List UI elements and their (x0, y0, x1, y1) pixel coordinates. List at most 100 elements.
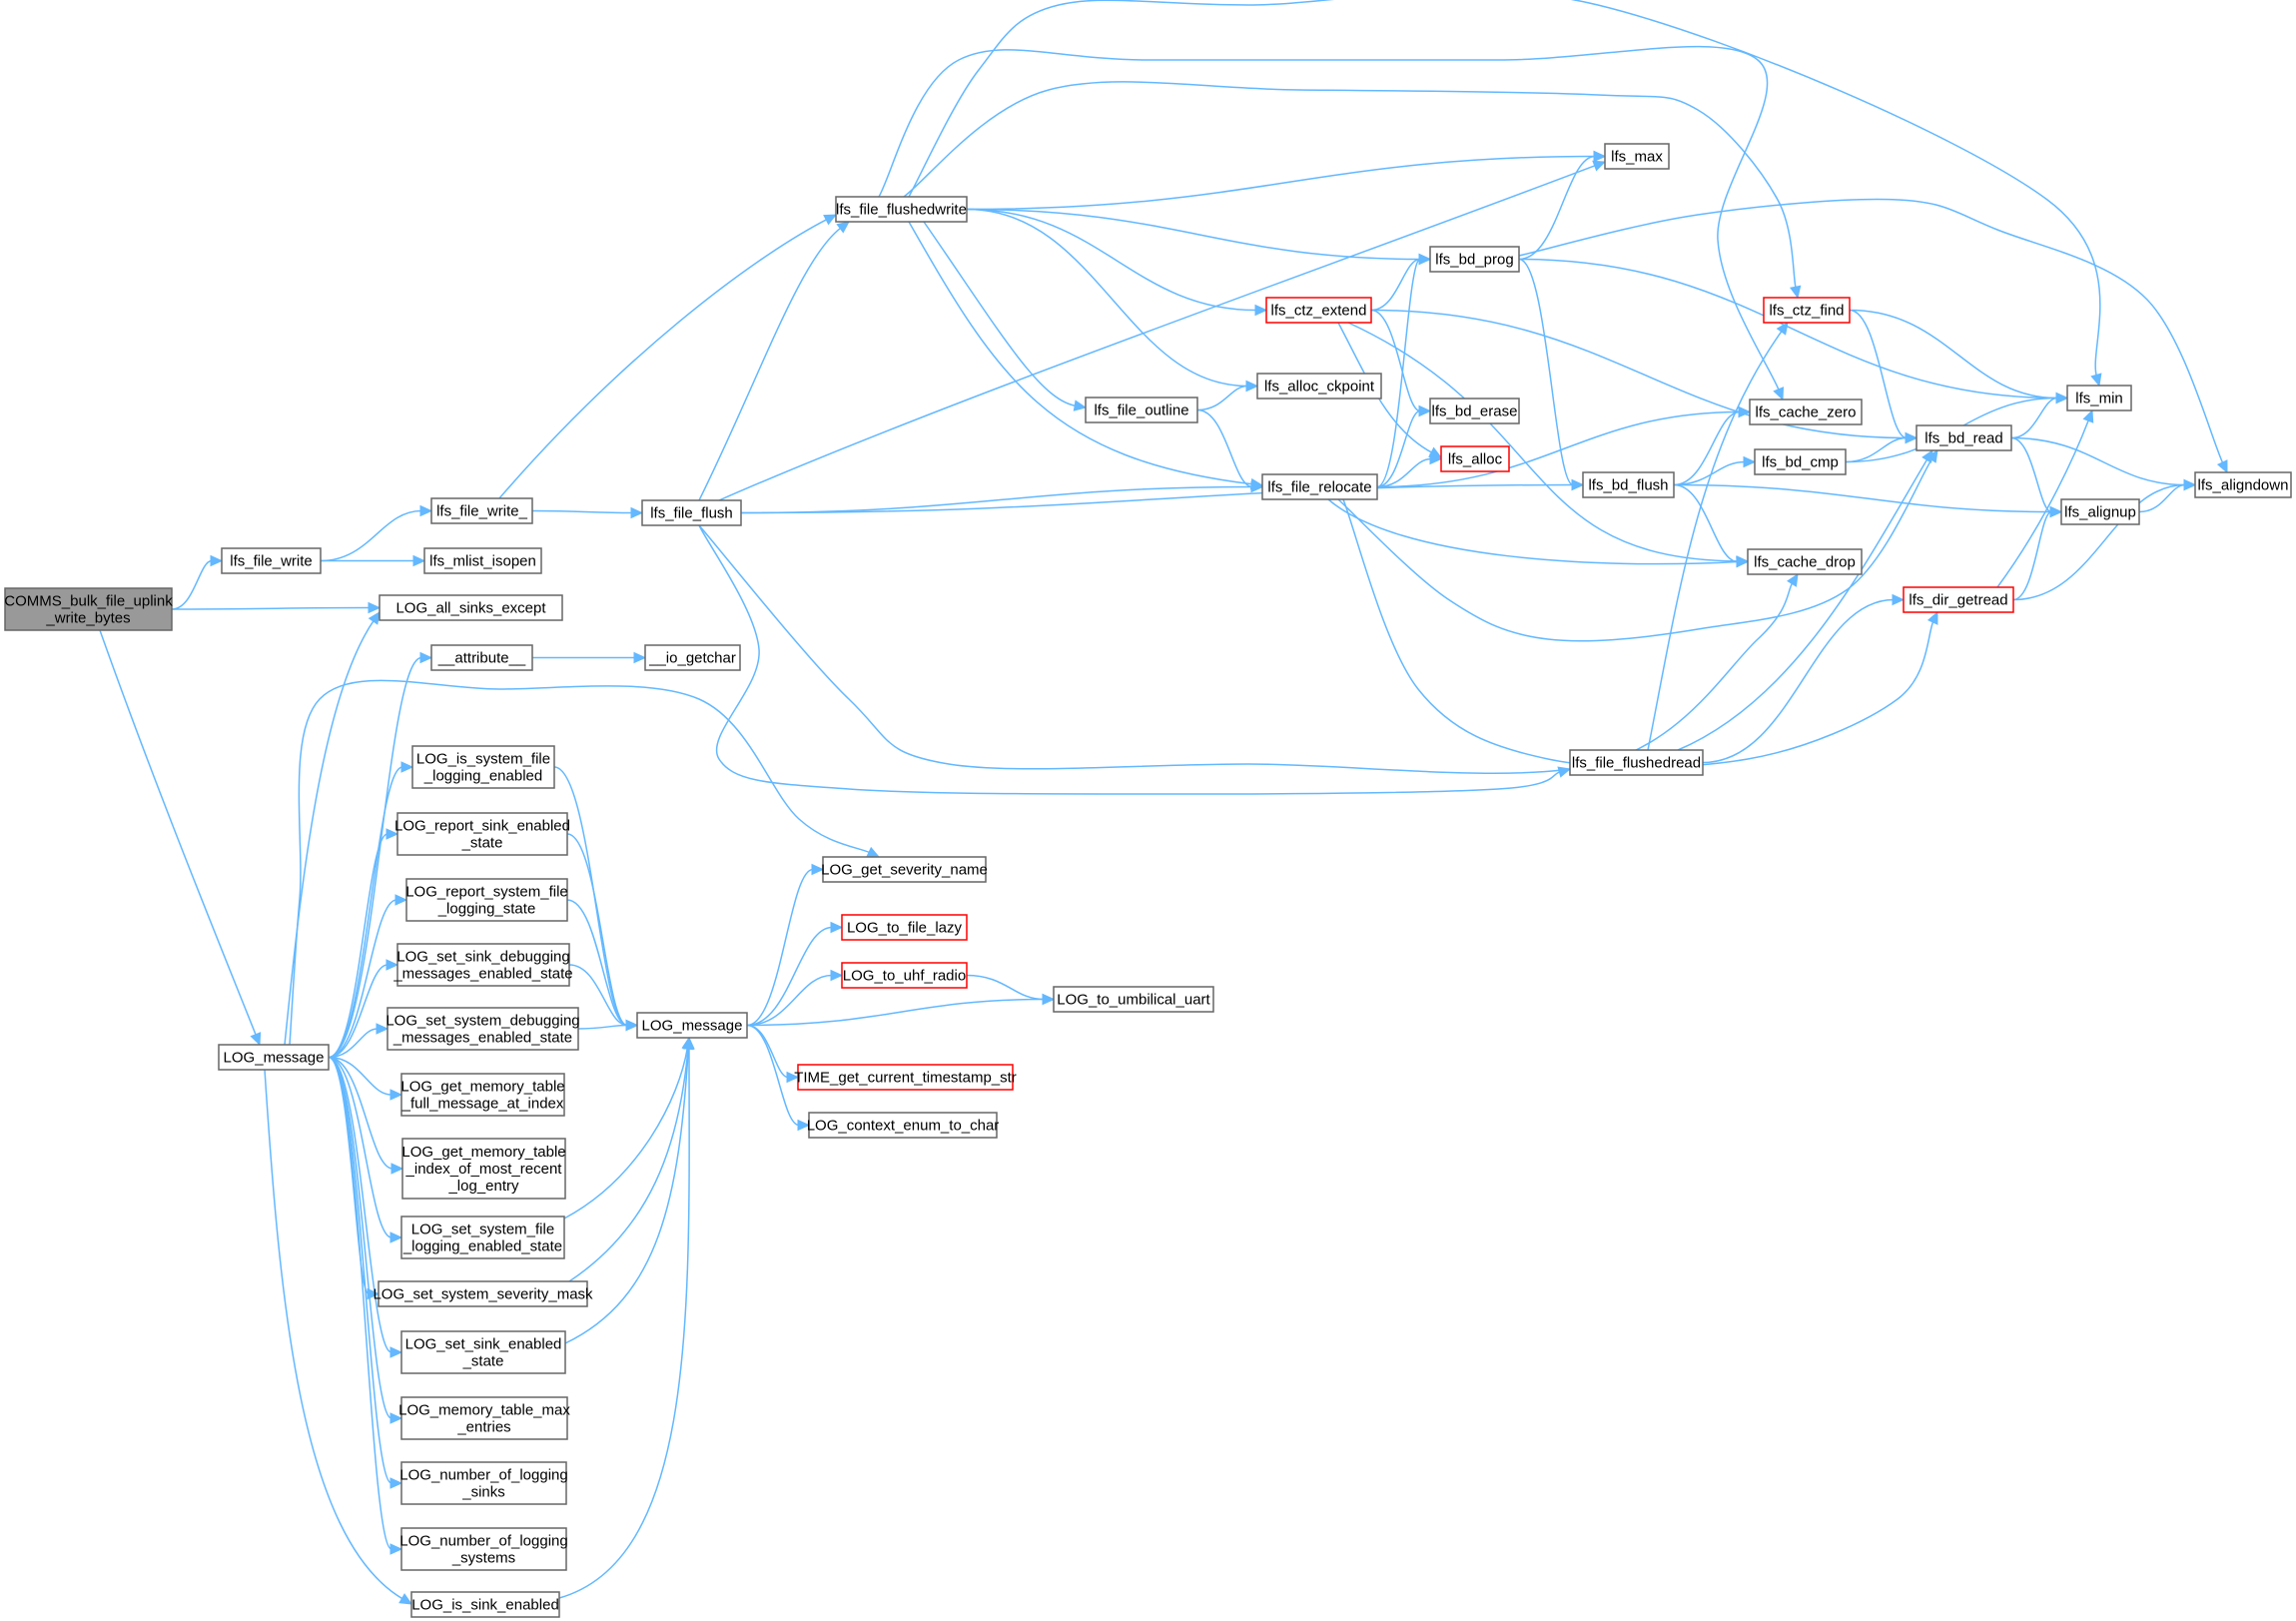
node-lfs-file-relocate[interactable]: lfs_file_relocate (1261, 473, 1378, 500)
node-box[interactable] (1429, 246, 1520, 273)
node-log-set-sink-debugging-messages-enabled-state[interactable]: LOG_set_sink_debugging_messages_enabled_… (392, 943, 573, 987)
node-log-message[interactable]: LOG_message (636, 1012, 748, 1039)
node-log-to-file-lazy[interactable]: LOG_to_file_lazy (841, 914, 968, 941)
node-box[interactable] (1440, 445, 1510, 472)
node-log-get-severity-name[interactable]: LOG_get_severity_name (821, 856, 988, 883)
node-io-getchar[interactable]: __io_getchar (644, 644, 741, 671)
node-box[interactable] (430, 644, 533, 671)
node-box[interactable] (641, 499, 742, 526)
node-lfs-bd-erase[interactable]: lfs_bd_erase (1429, 398, 1520, 424)
node-lfs-alloc[interactable]: lfs_alloc (1440, 445, 1510, 472)
node-box[interactable] (218, 1044, 330, 1071)
node-box[interactable] (1256, 373, 1382, 400)
node-box[interactable] (1763, 297, 1851, 324)
node-lfs-bd-prog[interactable]: lfs_bd_prog (1429, 246, 1520, 273)
node-log-to-uhf-radio[interactable]: LOG_to_uhf_radio (841, 962, 968, 989)
node-box[interactable] (221, 547, 322, 574)
node-box[interactable] (410, 1591, 560, 1618)
node-box[interactable] (396, 812, 568, 856)
node-box[interactable] (808, 1112, 998, 1139)
node-box[interactable] (386, 1007, 579, 1051)
node-box[interactable] (1747, 548, 1863, 575)
node-comms-bulk-file-uplink-write-bytes[interactable]: COMMS_bulk_file_uplink_write_bytes (4, 587, 173, 631)
node-log-set-system-file-logging-enabled-state[interactable]: LOG_set_system_file_logging_enabled_stat… (400, 1216, 565, 1259)
node-box[interactable] (835, 196, 968, 223)
node-box[interactable] (401, 1138, 566, 1200)
node-lfs-file-flushedwrite[interactable]: lfs_file_flushedwrite (835, 196, 968, 223)
node-box[interactable] (400, 1216, 565, 1259)
node-time-get-current-timestamp-str[interactable]: TIME_get_current_timestamp_str (794, 1064, 1017, 1091)
node-box[interactable] (400, 1396, 568, 1440)
node-box[interactable] (400, 1527, 567, 1571)
node-box[interactable] (423, 547, 542, 574)
node-log-number-of-logging-systems[interactable]: LOG_number_of_logging_systems (399, 1527, 568, 1571)
node-lfs-bd-cmp[interactable]: lfs_bd_cmp (1754, 448, 1847, 475)
node-log-report-system-file-logging-state[interactable]: LOG_report_system_file_logging_state (405, 878, 568, 922)
node-lfs-file-outline[interactable]: lfs_file_outline (1085, 397, 1198, 423)
node-attribute[interactable]: __attribute__ (430, 644, 533, 671)
node-box[interactable] (2194, 471, 2292, 498)
node-box[interactable] (1569, 749, 1704, 776)
node-box[interactable] (2060, 498, 2140, 525)
node-box[interactable] (822, 856, 987, 883)
node-lfs-alloc-ckpoint[interactable]: lfs_alloc_ckpoint (1256, 373, 1382, 400)
node-box[interactable] (400, 1073, 565, 1117)
node-box[interactable] (644, 644, 741, 671)
node-box[interactable] (1429, 398, 1520, 424)
node-box[interactable] (411, 745, 555, 789)
node-box[interactable] (378, 1280, 588, 1307)
node-log-set-system-debugging-messages-enabled-state[interactable]: LOG_set_system_debugging_messages_enable… (385, 1007, 580, 1051)
node-lfs-aligndown[interactable]: lfs_aligndown (2194, 471, 2292, 498)
node-log-set-system-severity-mask[interactable]: LOG_set_system_severity_mask (373, 1280, 593, 1307)
node-log-all-sinks-except[interactable]: LOG_all_sinks_except (379, 594, 563, 621)
node-box[interactable] (379, 594, 563, 621)
node-box[interactable] (841, 914, 968, 941)
node-box[interactable] (396, 943, 570, 987)
node-box[interactable] (841, 962, 968, 989)
node-lfs-file-write[interactable]: lfs_file_write_ (430, 497, 533, 524)
node-log-get-memory-table-index-of-most-recent-log-entry[interactable]: LOG_get_memory_table_index_of_most_recen… (401, 1138, 566, 1200)
node-lfs-cache-drop[interactable]: lfs_cache_drop (1747, 548, 1863, 575)
node-log-get-memory-table-full-message-at-index[interactable]: LOG_get_memory_table_full_message_at_ind… (400, 1073, 565, 1117)
node-lfs-file-flushedread[interactable]: lfs_file_flushedread (1569, 749, 1704, 776)
node-box[interactable] (1604, 143, 1670, 170)
node-box[interactable] (1754, 448, 1847, 475)
node-box[interactable] (1915, 424, 2012, 451)
node-log-context-enum-to-char[interactable]: LOG_context_enum_to_char (807, 1112, 1000, 1139)
node-lfs-dir-getread[interactable]: lfs_dir_getread (1903, 586, 2014, 613)
node-log-message-outer[interactable]: LOG_message (218, 1044, 330, 1071)
node-log-to-umbilical-uart[interactable]: LOG_to_umbilical_uart (1053, 986, 1214, 1013)
node-box[interactable] (1261, 473, 1378, 500)
node-lfs-bd-flush[interactable]: lfs_bd_flush (1582, 471, 1675, 498)
node-log-is-system-file-logging-enabled[interactable]: LOG_is_system_file_logging_enabled (411, 745, 555, 789)
node-lfs-bd-read[interactable]: lfs_bd_read (1915, 424, 2012, 451)
node-box[interactable] (430, 497, 533, 524)
node-box[interactable] (1903, 586, 2014, 613)
node-lfs-max[interactable]: lfs_max (1604, 143, 1670, 170)
node-box[interactable] (400, 1461, 567, 1505)
node-log-report-sink-enabled-state[interactable]: LOG_report_sink_enabled_state (394, 812, 570, 856)
node-box[interactable] (4, 587, 173, 631)
node-log-set-sink-enabled-state[interactable]: LOG_set_sink_enabled_state (400, 1330, 566, 1374)
node-log-memory-table-max-entries[interactable]: LOG_memory_table_max_entries (398, 1396, 570, 1440)
node-box[interactable] (1085, 397, 1198, 423)
node-lfs-cache-zero[interactable]: lfs_cache_zero (1749, 399, 1863, 425)
node-box[interactable] (1582, 471, 1675, 498)
node-box[interactable] (797, 1064, 1014, 1091)
node-box[interactable] (1265, 297, 1372, 324)
node-box[interactable] (405, 878, 568, 922)
node-box[interactable] (1053, 986, 1214, 1013)
node-lfs-mlist-isopen[interactable]: lfs_mlist_isopen (423, 547, 542, 574)
node-lfs-ctz-find[interactable]: lfs_ctz_find (1763, 297, 1851, 324)
node-lfs-alignup[interactable]: lfs_alignup (2060, 498, 2140, 525)
node-log-is-sink-enabled[interactable]: LOG_is_sink_enabled (410, 1591, 560, 1618)
node-lfs-min[interactable]: lfs_min (2066, 385, 2132, 411)
node-lfs-file-flush[interactable]: lfs_file_flush (641, 499, 742, 526)
node-lfs-ctz-extend[interactable]: lfs_ctz_extend (1265, 297, 1372, 324)
node-box[interactable] (2066, 385, 2132, 411)
node-box[interactable] (1749, 399, 1863, 425)
node-box[interactable] (400, 1330, 566, 1374)
node-log-number-of-logging-sinks[interactable]: LOG_number_of_logging_sinks (399, 1461, 568, 1505)
node-box[interactable] (636, 1012, 748, 1039)
node-lfs-file-write[interactable]: lfs_file_write (221, 547, 322, 574)
